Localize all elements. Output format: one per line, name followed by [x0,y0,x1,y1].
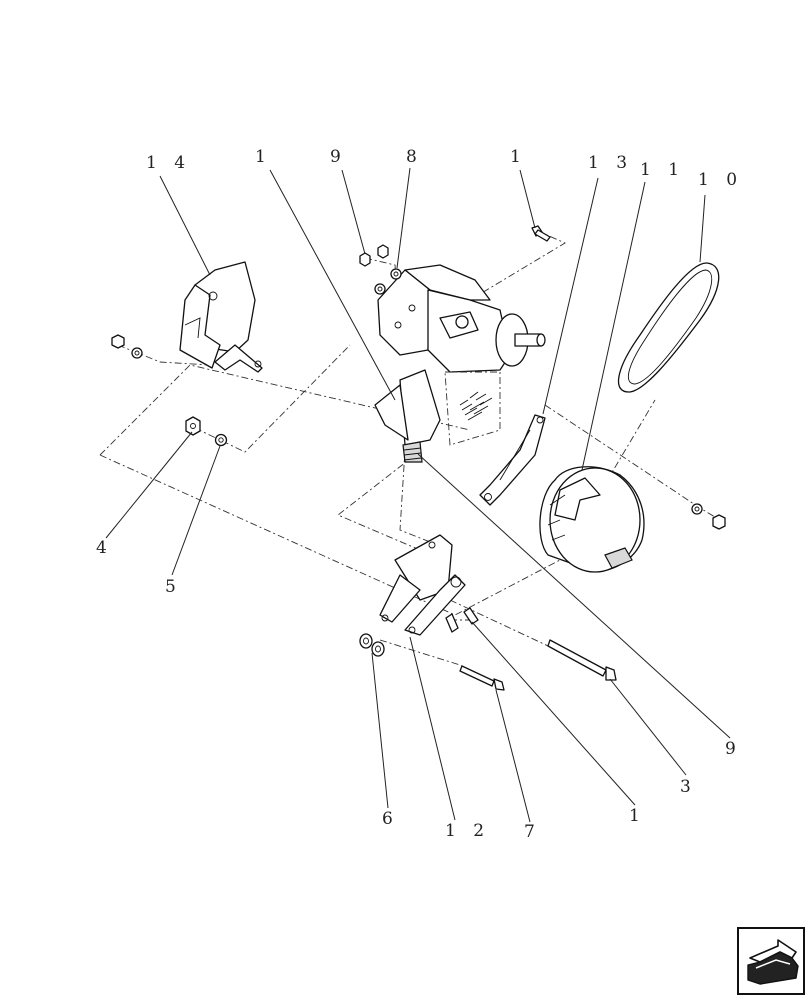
callout-1-top-left: 1 [255,147,272,167]
callout-1-bottom: 1 [629,806,646,826]
bolt-part-1-top [531,225,551,242]
cover-bracket-part-14 [179,261,263,373]
callout-6: 6 [382,809,399,829]
adjusting-link-part-13 [479,414,546,506]
nut-washer-set-left [111,334,143,359]
callout-5: 5 [165,577,182,597]
mounting-bracket-part-12 [379,534,466,636]
callout-11: 1 1 [640,160,685,180]
callout-8: 8 [406,147,423,167]
callout-7: 7 [524,822,541,842]
back-arrow-icon[interactable] [737,927,805,995]
callout-10: 1 0 [698,170,743,190]
belt-part-10 [617,262,720,393]
washer-part-6 [359,633,385,657]
nut-part-4 [185,416,201,436]
callout-9-right: 9 [725,739,742,759]
callout-13: 1 3 [588,153,633,173]
leader-lines [105,167,731,823]
callout-14: 1 4 [146,153,191,173]
texture-panel [459,391,493,421]
nut-part-9-top [359,244,389,267]
callout-1-top-right: 1 [510,147,527,167]
alternator-part-11 [539,466,645,573]
callout-12: 1 2 [445,821,490,841]
bolt-part-3 [547,639,617,681]
bolt-part-1-bottom [445,607,479,633]
washer-part-5 [214,433,228,447]
callout-3: 3 [680,777,697,797]
callout-4: 4 [96,538,113,558]
bolt-part-7 [459,665,505,691]
washer-part-8 [374,268,402,295]
callout-9-top: 9 [330,147,347,167]
pump-assembly [374,264,546,463]
callout-labels: 1 4 1 9 8 1 1 3 1 1 1 0 4 5 9 3 6 1 2 7 … [96,147,743,842]
nut-washer-set-right [691,503,726,530]
